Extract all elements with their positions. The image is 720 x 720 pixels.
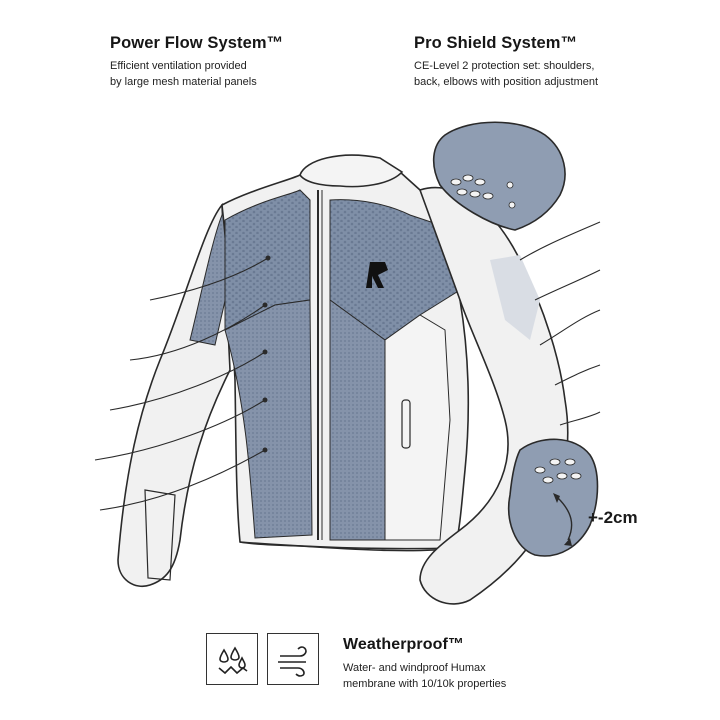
power-flow-feature: Power Flow System™ Efficient ventilation… [110, 34, 283, 90]
rain-drops-icon [218, 646, 248, 675]
side-panel [384, 314, 451, 541]
weatherproof-title: Weatherproof™ [343, 636, 465, 653]
jacket-hem [239, 541, 456, 550]
power-flow-description: Efficient ventilation provided by large … [110, 60, 257, 88]
power-flow-callouts [94, 257, 269, 511]
weatherproof-description: Water- and windproof Humax membrane with… [343, 662, 507, 690]
right-sleeve-texture [490, 255, 540, 340]
adjustment-arrow [557, 497, 573, 541]
brand-logo [366, 262, 388, 288]
power-flow-title: Power Flow System™ [110, 34, 284, 52]
left-cuff-zip [144, 489, 176, 581]
pro-shield-title: Pro Shield System™ [414, 34, 578, 52]
wind-icon [278, 646, 307, 677]
pro-shield-callouts [519, 221, 601, 426]
chest-pocket-zip [401, 399, 411, 449]
elbow-protector [508, 438, 599, 557]
lower-mesh-panel-left [224, 299, 313, 539]
pro-shield-description: CE-Level 2 protection set: shoulders, ba… [414, 60, 599, 88]
pro-shield-feature: Pro Shield System™ CE-Level 2 protection… [414, 34, 598, 90]
collar [299, 154, 404, 188]
windproof-badge [267, 633, 319, 685]
weatherproof-feature: Weatherproof™ Water- and windproof Humax… [343, 636, 506, 692]
shoulder-protector [432, 121, 566, 231]
waterproof-badge [206, 633, 258, 685]
adjustment-label: +-2cm [588, 508, 638, 527]
lower-mesh-panel-right [329, 299, 386, 541]
